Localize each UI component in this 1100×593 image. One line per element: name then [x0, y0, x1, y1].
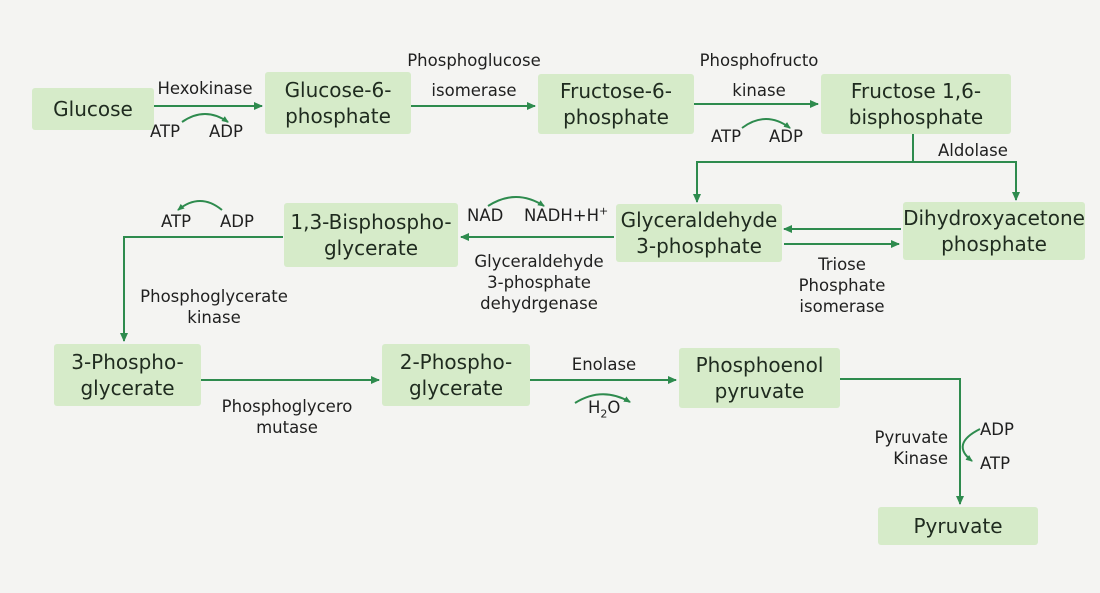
cofactor-hexokinase-atp: ATP — [150, 122, 181, 141]
curve-hexokinase-atp-adp — [181, 113, 229, 123]
cofactor-pk-adp: ADP — [980, 420, 1014, 439]
node-fructose-6-phosphate: Fructose-6- phosphate — [538, 74, 694, 134]
enzyme-hexokinase: Hexokinase — [157, 79, 253, 98]
arrow-13bpg-to-3pg — [120, 236, 283, 342]
node-fructose-1-6-bisphosphate: Fructose 1,6- bisphosphate — [821, 74, 1011, 134]
arrow-f16bp-split — [693, 134, 914, 203]
arrow-pep-to-pyruvate — [840, 378, 964, 505]
node-1-3-bisphosphoglycerate: 1,3-Bisphospho- glycerate — [284, 203, 458, 267]
curve-pgk-adp-atp — [177, 200, 223, 211]
cofactor-water-subscript: 2 — [600, 407, 608, 421]
curve-pk-adp-atp — [961, 428, 981, 462]
enzyme-pyruvate-kinase: Pyruvate Kinase — [874, 428, 948, 468]
cofactor-pgk-atp: ATP — [161, 212, 192, 231]
cofactor-water-h: H — [588, 398, 601, 417]
cofactor-water-o: O — [607, 398, 621, 417]
cofactor-hexokinase-adp: ADP — [209, 122, 243, 141]
cofactor-pgk-adp: ADP — [220, 212, 254, 231]
enzyme-triose-phosphate-isomerase: Triose Phosphate isomerase — [798, 255, 886, 316]
cofactor-pfk-atp: ATP — [711, 127, 742, 146]
node-3-phosphoglycerate: 3-Phospho- glycerate — [54, 344, 201, 406]
curve-pfk-atp-adp — [741, 118, 791, 129]
node-dihydroxyacetone-phosphate: Dihydroxyacetone phosphate — [903, 202, 1085, 260]
cofactor-pk-atp: ATP — [980, 454, 1011, 473]
cofactor-nad: NAD — [467, 206, 504, 225]
curve-enolase-water — [574, 393, 631, 404]
cofactor-water: H2O — [588, 397, 621, 421]
curve-g3pdh-nad — [487, 196, 545, 207]
node-2-phosphoglycerate: 2-Phospho- glycerate — [382, 344, 530, 406]
enzyme-phosphoglucose-isomerase: Phosphoglucose isomerase — [407, 51, 541, 100]
enzyme-phosphoglycero-mutase: Phosphoglycero mutase — [221, 397, 353, 437]
node-glucose-6-phosphate: Glucose-6- phosphate — [265, 72, 411, 134]
enzyme-g3p-dehydrogenase: Glyceraldehyde 3-phosphate dehydrgenase — [474, 252, 604, 313]
node-glyceraldehyde-3-phosphate: Glyceraldehyde 3-phosphate — [616, 204, 782, 262]
node-phosphoenol-pyruvate: Phosphoenol pyruvate — [679, 348, 840, 408]
node-glucose: Glucose — [32, 88, 154, 130]
cofactor-pfk-adp: ADP — [769, 127, 803, 146]
node-pyruvate: Pyruvate — [878, 507, 1038, 545]
enzyme-phosphoglycerate-kinase: Phosphoglycerate kinase — [140, 287, 288, 327]
arrow-f16bp-to-dhap — [913, 161, 1020, 201]
cofactor-nadh-base: NADH+H — [524, 206, 599, 225]
enzyme-phosphofructo-kinase: Phosphofructo kinase — [699, 51, 819, 100]
enzyme-aldolase: Aldolase — [938, 141, 1008, 160]
cofactor-nadh: NADH+H+ — [524, 205, 608, 226]
cofactor-nadh-charge: + — [598, 204, 609, 218]
enzyme-enolase: Enolase — [571, 355, 637, 374]
